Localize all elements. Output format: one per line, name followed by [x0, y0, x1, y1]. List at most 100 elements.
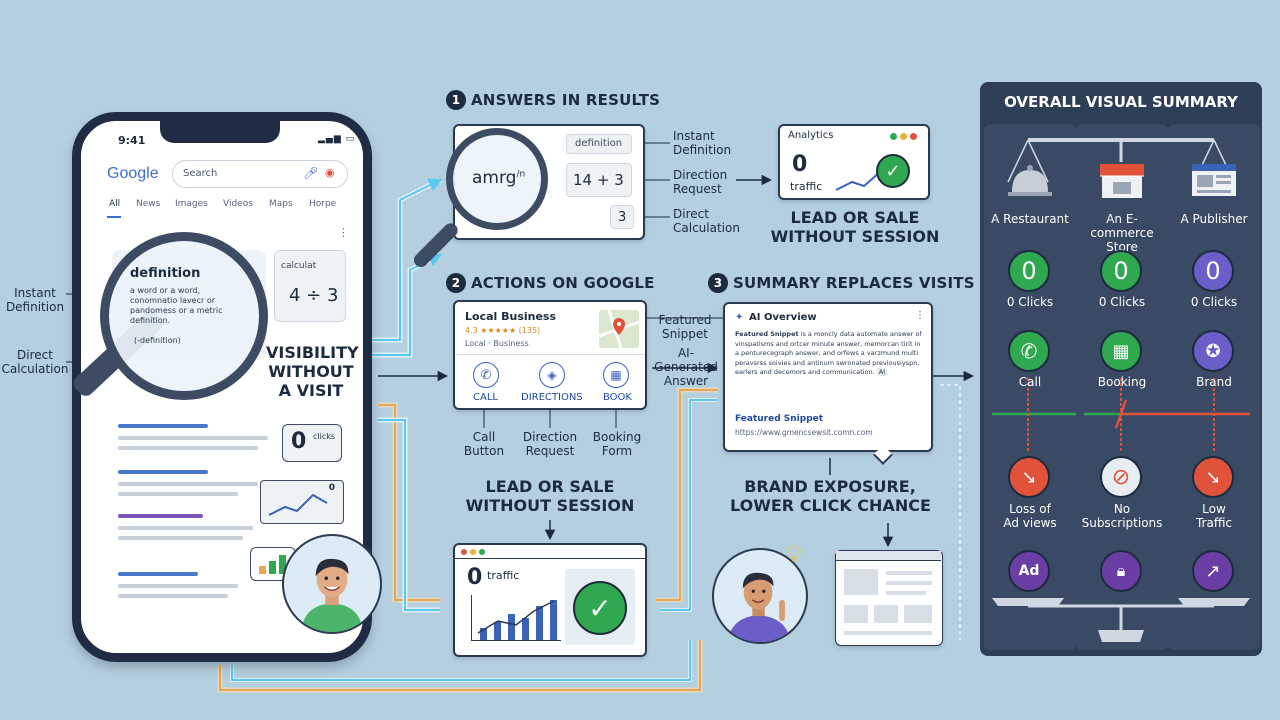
window-dot-yellow [470, 549, 476, 555]
ai-body-text: is a moncly data automate answer of vins… [735, 330, 922, 376]
chip-three-text: 3 [618, 210, 627, 225]
label-ai-generated-answer: AI-Generated Answer [654, 346, 718, 388]
business-rating: 4.3 ★★★★★ (135) [465, 326, 541, 335]
visibility-text-2: WITHOUT [268, 362, 354, 381]
section2-title: ACTIONS ON GOOGLE [471, 274, 655, 292]
chip-three: 3 [610, 205, 634, 229]
store-icon [1098, 160, 1146, 200]
section1-magnifier-lens [446, 128, 548, 230]
label-instant-definition: Instant Definition [673, 129, 732, 157]
left-label-instant-definition: Instant Definition [5, 286, 65, 314]
result-line [118, 424, 208, 428]
section3-title: SUMMARY REPLACES VISITS [733, 274, 975, 292]
visibility-text-3: A VISIT [278, 381, 344, 400]
prohibited-icon: ⊘ [1100, 456, 1142, 498]
person-illustration [301, 558, 363, 632]
wireframe-line [844, 631, 932, 635]
impact-ecommerce: No Subscriptions [1081, 502, 1163, 530]
calc-expression: 4 ÷ 3 [289, 285, 339, 306]
result-line [118, 436, 268, 440]
result-line [118, 446, 258, 450]
trend-up-icon: ↗ [1192, 550, 1234, 592]
result-line [118, 572, 198, 576]
snippet-title[interactable]: Featured Snippet [735, 414, 824, 424]
zero-circle-restaurant: 0 [1008, 250, 1050, 292]
google-logo[interactable]: Google [107, 165, 159, 183]
bubble-bars [259, 554, 289, 574]
status-icons: ▂▄▆ ▭ [318, 134, 356, 144]
business-sub: Local · Business [465, 339, 529, 348]
section1-lead-line2: WITHOUT SESSION [770, 227, 940, 246]
analytics-card: Analytics 0 traffic ✓ [778, 124, 930, 200]
label-direction-request: Direction Request [673, 168, 728, 196]
tab-news[interactable]: News [136, 199, 161, 209]
section2-lead-line2: WITHOUT SESSION [465, 496, 635, 515]
wireframe-block [904, 605, 932, 623]
label-call-button: Call Button [463, 430, 505, 458]
trend-line [268, 493, 328, 516]
lock-icon: 🔒︎ [1100, 550, 1142, 592]
more-options-icon[interactable]: ⋮ [338, 226, 349, 239]
traffic-card: 0 traffic ✓ [453, 543, 647, 657]
label-direct-calculation: Direct Calculation [673, 207, 740, 235]
lens-text: amrg/n [472, 168, 525, 188]
book-button[interactable]: ▦ [603, 362, 629, 388]
directions-label[interactable]: DIRECTIONS [521, 392, 583, 403]
thinking-person-illustration [727, 572, 791, 642]
definition-body: a word or a word, conomnatio lavecr or p… [130, 286, 223, 325]
wireframe-block [844, 569, 878, 595]
lens-text-main: amrg [472, 168, 517, 188]
search-input[interactable]: Search 🎤︎ ◉ [172, 160, 348, 188]
mini-chart-zero: 0 [328, 483, 335, 493]
zero-value-ecommerce: 0 [1113, 257, 1129, 285]
local-business-card: Local Business 4.3 ★★★★★ (135) Local · B… [453, 300, 647, 410]
newspaper-svg [1192, 164, 1236, 196]
avatar-thinking-man [712, 548, 808, 644]
zero-value-publisher: 0 [1205, 257, 1221, 285]
result-line [118, 526, 253, 530]
section3-number: 3 [708, 273, 728, 293]
ai-overview-title: AI Overview [749, 312, 817, 323]
clicks-ecommerce: 0 Clicks [1098, 295, 1146, 309]
analytics-zero: 0 [792, 152, 808, 177]
tab-all[interactable]: All [109, 199, 121, 209]
summary-name-ecommerce: An E-commerce Store [1090, 212, 1154, 254]
store-svg [1100, 164, 1144, 198]
camera-icon[interactable]: ◉ [325, 166, 335, 179]
summary-name-publisher: A Publisher [1180, 212, 1248, 226]
ai-overview-body: Featured Snippet is a moncly data automa… [735, 330, 925, 378]
result-line [118, 482, 258, 486]
tab-images[interactable]: Images [175, 199, 208, 209]
tab-horpe[interactable]: Horpe [309, 199, 337, 209]
traffic-bar [522, 618, 529, 640]
definition-title: definition [130, 266, 201, 281]
label-booking-form: Booking Form [592, 430, 642, 458]
result-line [118, 594, 228, 598]
ai-more-icon[interactable]: ⋮ [915, 310, 925, 321]
result-line [118, 514, 203, 518]
window-dot-green [890, 133, 897, 140]
result-line [118, 584, 238, 588]
book-label[interactable]: BOOK [603, 392, 632, 403]
phone-notch [160, 119, 280, 143]
wireframe-line [886, 591, 926, 595]
snippet-url[interactable]: https://www.gmencsewsit.comn.com [735, 428, 873, 437]
mini-trend-chart: 0 [260, 480, 344, 524]
mic-icon[interactable]: 🎤︎ [303, 166, 319, 180]
call-label[interactable]: CALL [473, 392, 498, 403]
result-line [118, 536, 243, 540]
directions-button[interactable]: ◈ [539, 362, 565, 388]
window-dot-green [479, 549, 485, 555]
lens-text-sup: /n [516, 169, 526, 180]
ai-tag: AI [876, 368, 888, 376]
call-button[interactable]: ✆ [473, 362, 499, 388]
tab-maps[interactable]: Maps [269, 199, 293, 209]
window-dot-yellow [900, 133, 907, 140]
tabs-underline [107, 216, 121, 218]
traffic-bar [480, 628, 487, 640]
award-icon: ✪ [1192, 330, 1234, 372]
analytics-check-icon: ✓ [876, 154, 910, 188]
impact-publisher: Low Traffic [1195, 502, 1233, 530]
tab-videos[interactable]: Videos [223, 199, 253, 209]
search-tabs: All News Images Videos Maps Horpe [109, 199, 349, 213]
